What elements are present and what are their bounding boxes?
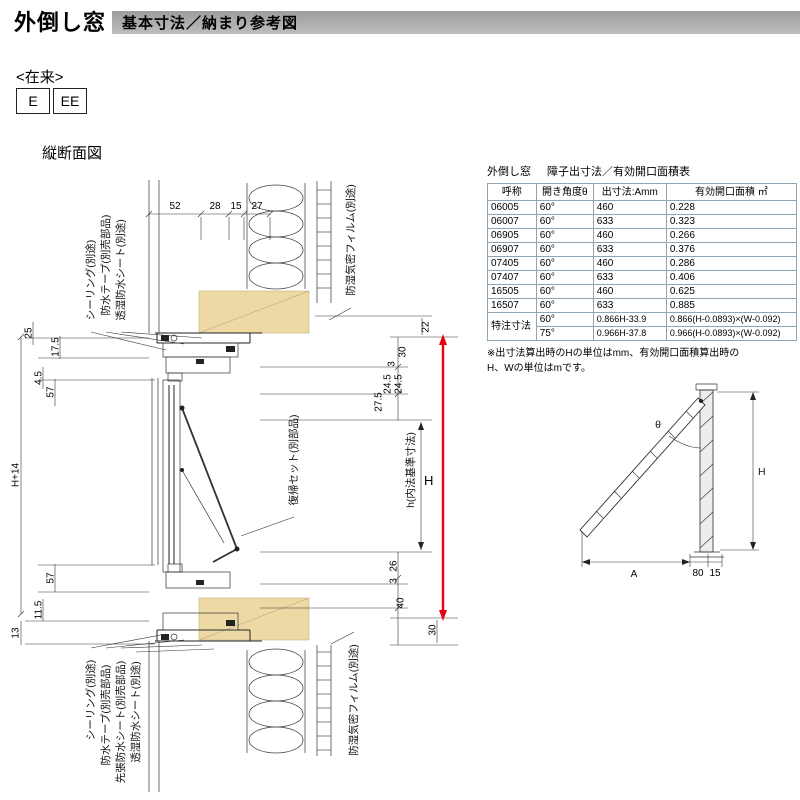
angle-frame-bar bbox=[690, 383, 724, 558]
dim-30-bottom: 30 bbox=[428, 624, 439, 636]
callout-film-bottom-label: 防湿気密フィルム(別途) bbox=[347, 644, 360, 756]
table-note-line1: ※出寸法算出時のHの単位はmm、有効開口面積算出時の bbox=[487, 348, 740, 359]
angle-a-label: A bbox=[631, 569, 638, 580]
dim-3-top: 3 bbox=[387, 361, 398, 367]
spec-table-area: 外倒し窓 障子出寸法／有効開口面積表 呼称 開き角度θ 出寸法:Amm 有効開口… bbox=[487, 163, 798, 376]
spec-table-title-right: 障子出寸法／有効開口面積表 bbox=[547, 166, 690, 178]
h-dimension-arrow: H bbox=[390, 334, 458, 621]
angle-dim-h: H bbox=[717, 391, 766, 551]
type-box-e: E bbox=[16, 88, 50, 114]
dim-4-5: 4.5 bbox=[34, 371, 45, 385]
table-row-special: 特注寸法 60° 0.866H-33.9 0.866(H-0.0893)×(W-… bbox=[487, 312, 798, 341]
dim-15: 15 bbox=[230, 201, 242, 212]
h-arrow-label: H bbox=[424, 473, 433, 488]
insulation-top bbox=[246, 183, 306, 290]
spec-table-title-left: 外倒し窓 bbox=[487, 166, 531, 178]
callout-tape-bottom: 防水テープ(別売部品) bbox=[99, 665, 112, 766]
spec-table-title: 外倒し窓 障子出寸法／有効開口面積表 bbox=[487, 163, 797, 179]
dim-52: 52 bbox=[169, 201, 181, 212]
page-title: 外倒し窓 bbox=[14, 10, 107, 35]
callout-sakibari-bottom: 先張防水シート(別売部品) bbox=[114, 661, 127, 784]
table-header-row: 呼称 開き角度θ 出寸法:Amm 有効開口面積 ㎡ bbox=[487, 183, 798, 201]
table-note: ※出寸法算出時のHの単位はmm、有効開口面積算出時の H、Wの単位はmです。 bbox=[487, 346, 797, 376]
insulation-bottom bbox=[246, 648, 306, 754]
dim-chain-right: 22 30 3 24.5 24.5 27.5 26 3 40 30 h(内法基準… bbox=[260, 315, 458, 646]
siding-bottom bbox=[316, 645, 332, 756]
dim-25: 25 bbox=[24, 327, 35, 339]
page-header: 外倒し窓 基本寸法／納まり参考図 bbox=[14, 10, 800, 35]
angle-15-label: 15 bbox=[709, 568, 721, 579]
interior-wall-lines bbox=[148, 180, 160, 792]
callout-film-bottom: 防湿気密フィルム(別途) bbox=[330, 631, 360, 756]
callout-sealing-bottom: シーリング(別途) bbox=[84, 660, 97, 741]
table-header: 呼称 bbox=[487, 183, 537, 201]
dim-24-5-b: 24.5 bbox=[394, 374, 405, 394]
callout-film-top: 防湿気密フィルム(別途) bbox=[328, 184, 357, 321]
dim-30-top: 30 bbox=[398, 346, 409, 358]
dim-57-bottom: 57 bbox=[46, 572, 57, 584]
table-header: 有効開口面積 ㎡ bbox=[665, 183, 798, 201]
table-header: 出寸法:Amm bbox=[592, 183, 667, 201]
angle-dim-a: A 80 15 bbox=[581, 532, 723, 580]
zairai-label: <在来> bbox=[16, 69, 64, 86]
operator-arm bbox=[179, 405, 240, 563]
head-frame bbox=[155, 332, 262, 382]
dim-chain-top: 52 28 15 27 bbox=[145, 201, 274, 240]
page-subtitle: 基本寸法／納まり参考図 bbox=[122, 15, 299, 32]
angle-theta: θ bbox=[655, 419, 702, 449]
callout-restore-label: 復帰セット(別部品) bbox=[287, 415, 300, 506]
dim-11-5: 11.5 bbox=[34, 600, 45, 619]
callout-sealing-top: シーリング(別途) bbox=[84, 240, 97, 321]
inner-height-label: h(内法基準寸法) bbox=[404, 432, 417, 508]
dim-h-plus-14: H+14 bbox=[11, 462, 22, 487]
callout-restore: 復帰セット(別部品) bbox=[240, 415, 300, 537]
type-box-ee: EE bbox=[53, 88, 87, 114]
dim-chain-left: 25 17.5 4.5 57 H+14 57 11.5 13 bbox=[11, 322, 155, 645]
dim-3-bottom: 3 bbox=[389, 578, 400, 584]
angle-sash-tilted bbox=[579, 397, 706, 538]
callout-sheet-bottom: 透湿防水シート(別途) bbox=[129, 661, 142, 763]
callout-tape-top: 防水テープ(別売部品) bbox=[99, 215, 112, 316]
vertical-section-drawing: 52 28 15 27 25 17.5 4.5 57 H+14 57 11.5 … bbox=[11, 180, 458, 792]
type-boxes: E EE bbox=[16, 88, 87, 114]
callout-film-top-label: 防湿気密フィルム(別途) bbox=[344, 184, 357, 296]
table-row-special: 75° 0.966H-37.8 0.966(H-0.0893)×(W-0.092… bbox=[488, 326, 798, 341]
dim-22: 22 bbox=[421, 321, 432, 333]
dim-24-5-a: 24.5 bbox=[383, 374, 394, 394]
table-header: 開き角度θ bbox=[535, 183, 594, 201]
glass-and-sash bbox=[151, 378, 181, 573]
header-gray-bar: 基本寸法／納まり参考図 bbox=[112, 11, 800, 34]
dim-17-5: 17.5 bbox=[51, 337, 62, 357]
dim-57-top: 57 bbox=[46, 386, 57, 398]
dim-27-5: 27.5 bbox=[374, 392, 385, 412]
theta-label: θ bbox=[655, 419, 661, 431]
wood-block-bottom bbox=[198, 597, 310, 641]
wood-block-top bbox=[198, 290, 310, 334]
dim-40: 40 bbox=[396, 597, 407, 609]
opening-angle-diagram: θ H A 80 15 bbox=[579, 383, 766, 580]
callouts-top-left: シーリング(別途) 防水テープ(別売部品) 透湿防水シート(別途) bbox=[84, 215, 203, 351]
callout-sheet-top: 透湿防水シート(別途) bbox=[114, 219, 127, 321]
dim-27: 27 bbox=[251, 201, 263, 212]
table-note-line2: H、Wの単位はmです。 bbox=[487, 363, 591, 374]
siding-top bbox=[316, 181, 332, 303]
section-view-label: 縦断面図 bbox=[42, 145, 103, 162]
callouts-bottom-left: シーリング(別途) 防水テープ(別売部品) 先張防水シート(別売部品) 透湿防水… bbox=[84, 633, 215, 784]
angle-h-label: H bbox=[758, 466, 766, 478]
angle-80-label: 80 bbox=[692, 568, 704, 579]
dim-13: 13 bbox=[11, 627, 22, 639]
dim-26: 26 bbox=[389, 560, 400, 572]
dim-28: 28 bbox=[209, 201, 221, 212]
